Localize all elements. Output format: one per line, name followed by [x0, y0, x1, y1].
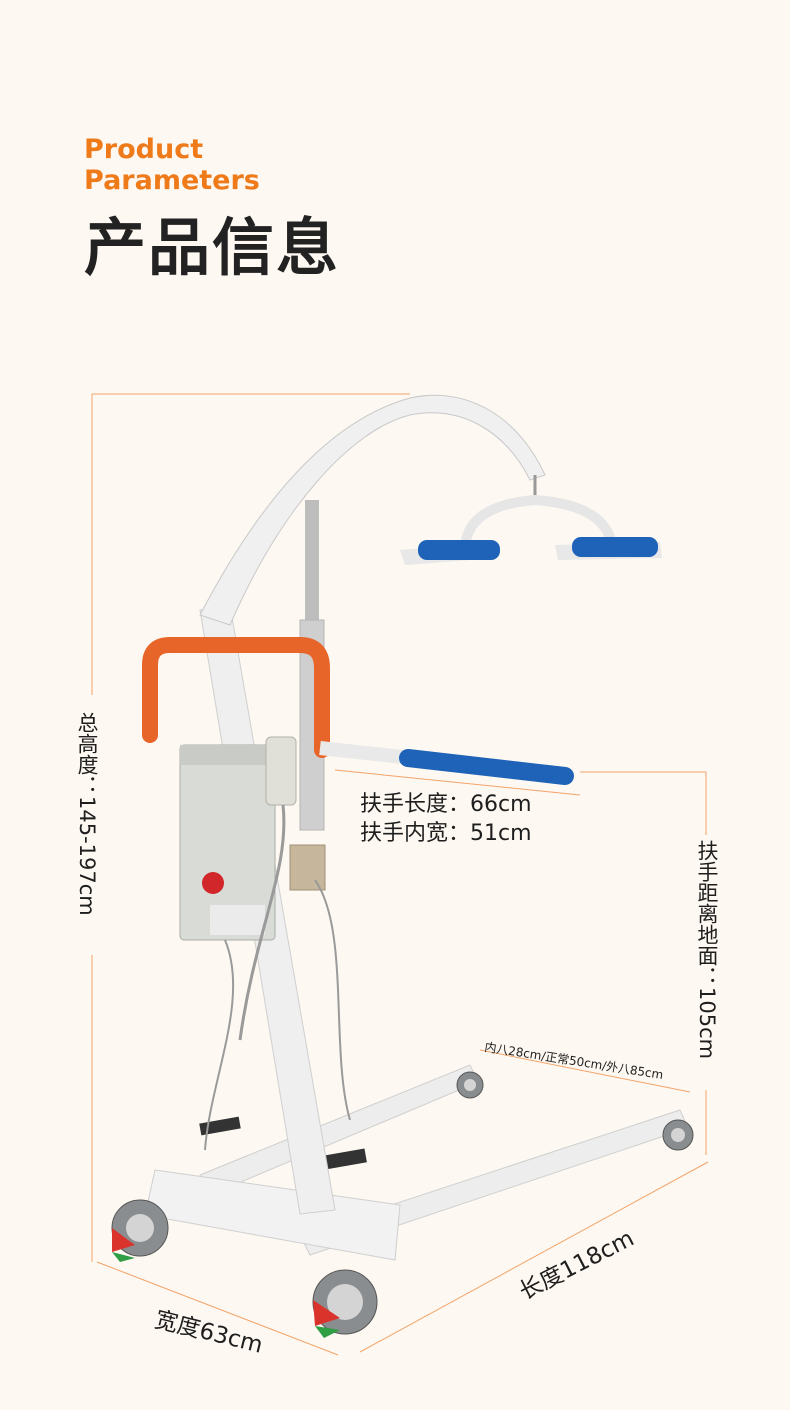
armrest-ground-distance-label: 扶手距离地面：105cm — [695, 840, 719, 1060]
hand-remote — [265, 736, 297, 806]
title-chinese: 产品信息 — [84, 211, 341, 284]
total-height-label: 总高度：145-197cm — [75, 712, 99, 916]
pad-left — [418, 540, 500, 560]
title-english: Product Parameters — [84, 134, 260, 196]
title-english-line2: Parameters — [84, 165, 260, 196]
orange-handle — [142, 637, 330, 758]
base-rear-leg — [199, 1064, 479, 1196]
leg-spread-line — [479, 1049, 691, 1093]
width-line — [96, 1261, 339, 1356]
base-frame — [144, 1064, 689, 1261]
push-bar-grip — [399, 749, 574, 785]
foot-plate-left — [199, 1116, 241, 1136]
armrest-inner-width-label: 扶手内宽：51cm — [360, 821, 532, 846]
arm-line — [334, 769, 581, 796]
boom-arm — [199, 394, 546, 626]
pad-right — [572, 537, 658, 557]
length-line — [359, 1161, 709, 1353]
control-box — [179, 744, 276, 941]
power-cable-2 — [314, 879, 351, 1121]
caster-front-left — [111, 1199, 169, 1262]
caster-rear-right — [662, 1119, 694, 1151]
remote-cable — [238, 804, 286, 1041]
push-bar — [319, 741, 413, 765]
spreader-bar — [400, 475, 662, 565]
caster-front-center — [312, 1269, 378, 1338]
title-english-line1: Product — [84, 134, 204, 165]
casters — [111, 1071, 694, 1338]
dimension-lines — [91, 393, 709, 1356]
armrest-length-label: 扶手长度：66cm — [360, 792, 532, 817]
base-cross-bar — [144, 1169, 401, 1261]
caster-rear-left — [456, 1071, 484, 1099]
power-cable — [204, 939, 235, 1151]
actuator-rod — [305, 500, 319, 630]
clamp — [289, 844, 326, 891]
emergency-stop — [202, 872, 224, 894]
foot-plate-right — [323, 1148, 367, 1170]
